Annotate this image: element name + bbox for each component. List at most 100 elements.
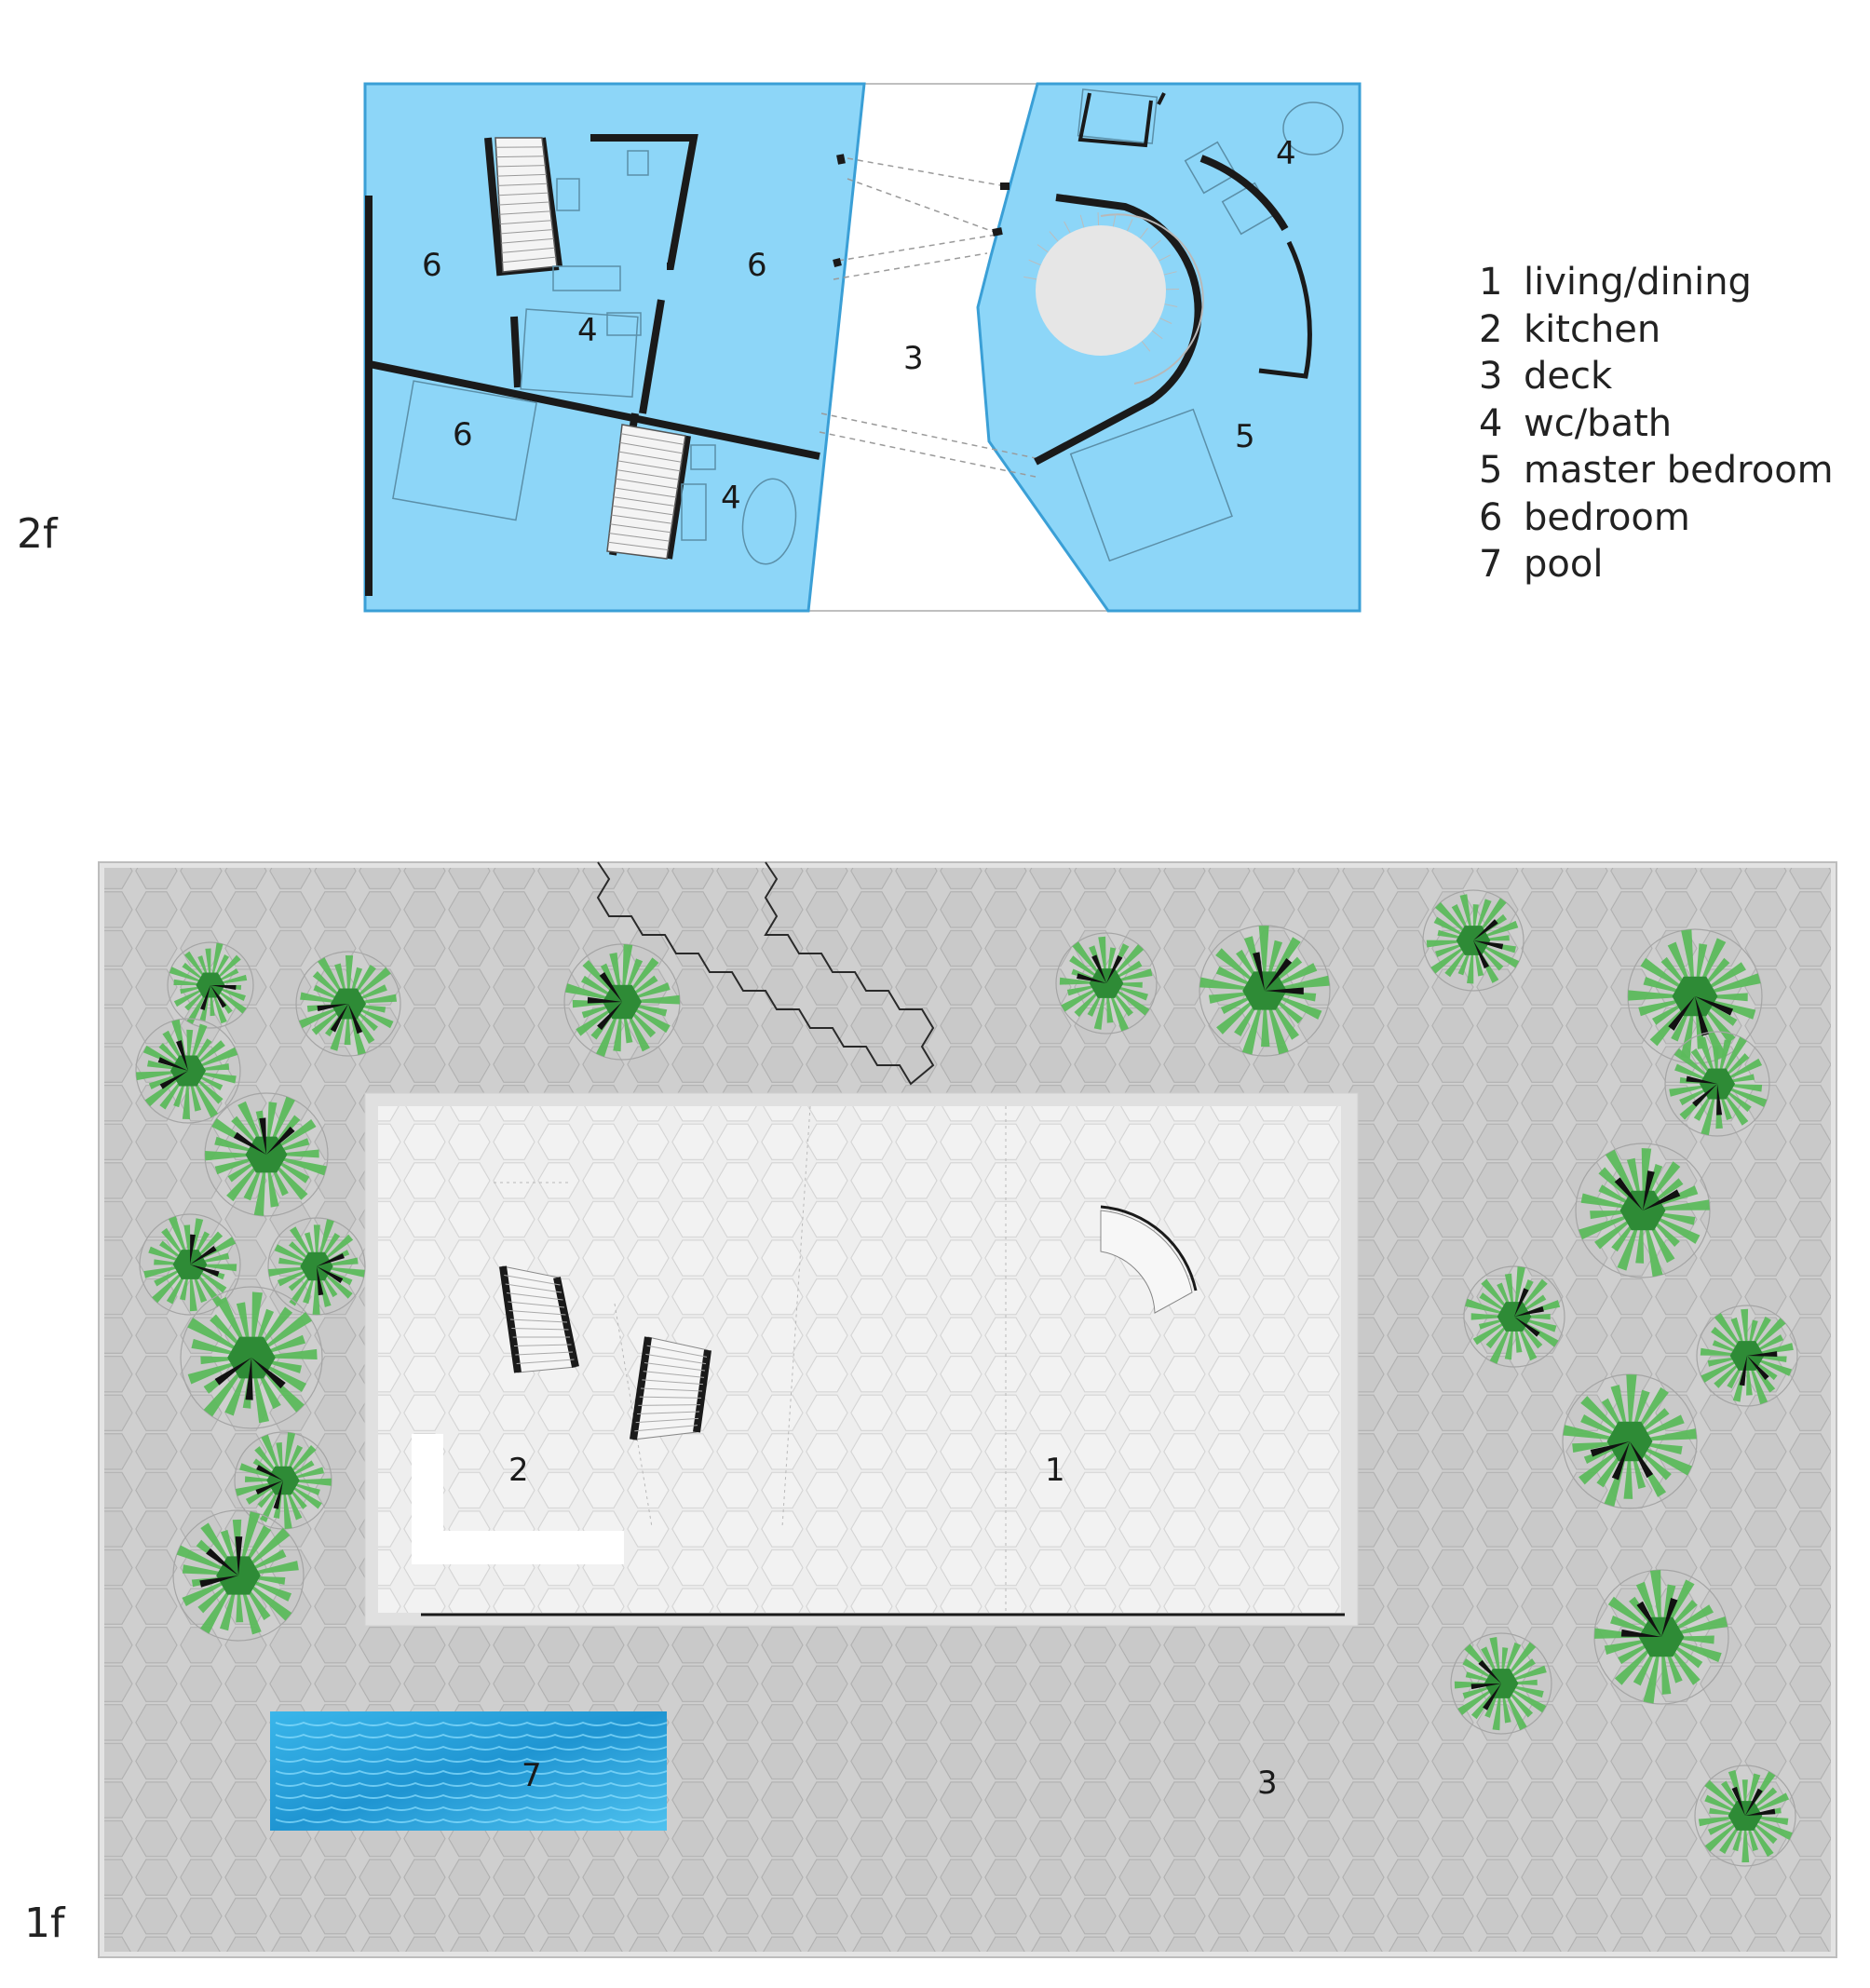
tree [180, 1286, 323, 1429]
tree-leaf [236, 1576, 244, 1623]
spiral-tread [1028, 259, 1041, 266]
tree [1593, 1569, 1729, 1705]
tree-shadow [256, 1465, 283, 1481]
stair-tread [496, 165, 546, 168]
tree-leaf [1261, 991, 1270, 1048]
tree-shadow [259, 1117, 266, 1155]
tree-shadow [206, 1548, 238, 1576]
tree-shadow [1692, 1084, 1717, 1107]
tree-shadow [210, 985, 227, 1008]
pool-ripple [275, 1733, 668, 1738]
tree-shadow [1686, 1075, 1717, 1084]
tree-shadow [317, 1266, 324, 1296]
tree-canopy-outline [1055, 932, 1158, 1035]
stair-tread [643, 1371, 705, 1378]
tree-leaf [1258, 926, 1269, 991]
tree-shadow [190, 1234, 196, 1264]
stair-tread [617, 460, 681, 472]
upper-fixtures [392, 88, 1344, 565]
tree-canopy-outline [167, 941, 254, 1029]
spiral-tread [1139, 227, 1148, 239]
tree-shadow [1514, 1317, 1540, 1337]
stair-tread [509, 1319, 568, 1323]
stair-tread [638, 1404, 701, 1406]
tree-leaf [1741, 1816, 1750, 1863]
pool-ripple [275, 1818, 668, 1823]
tree-shadow [330, 1004, 348, 1033]
tree [1463, 1265, 1565, 1368]
tree-shadow [200, 985, 210, 1010]
tree-shadow [1478, 1659, 1501, 1684]
trees [135, 889, 1798, 1867]
tree-shadow [1470, 1684, 1501, 1690]
right-wing-walls [992, 92, 1312, 466]
tree-leaf [1695, 993, 1748, 1002]
tree [1199, 925, 1331, 1057]
tree-leaf [1628, 990, 1695, 1001]
upper-stair-2 [606, 424, 686, 560]
tree-shadow [1473, 940, 1504, 950]
tree-shadow [1643, 1170, 1655, 1210]
tree [139, 1213, 241, 1316]
spiral-tread [1064, 221, 1071, 234]
stair-tread [634, 1425, 698, 1432]
tree-canopy-outline [1562, 1373, 1698, 1509]
stair-tread [608, 541, 669, 551]
ground-stair-1 [499, 1265, 579, 1373]
room-number: 7 [522, 1757, 542, 1794]
tree-shadow [233, 1131, 266, 1155]
ground-spiral-stair [1100, 1205, 1198, 1314]
tree-shadow [317, 1266, 344, 1283]
stair-tread [635, 1417, 699, 1424]
stair-tread [613, 496, 675, 507]
tree-shadow [190, 1264, 220, 1278]
tree [204, 1092, 329, 1217]
tree-canopy-outline [1199, 925, 1331, 1057]
tree-shadow [255, 1481, 283, 1495]
stair-tread [511, 1328, 569, 1331]
stair-tread [513, 1344, 572, 1346]
tree-shadow [1590, 1441, 1630, 1457]
kitchen-counter [412, 1434, 624, 1564]
stair-tread [644, 1362, 706, 1372]
tree-shadow [1514, 1305, 1544, 1317]
pool-ripples [275, 1721, 668, 1823]
tree-canopy-outline [204, 1092, 329, 1217]
ground-floor-label: 1f [24, 1900, 65, 1947]
room-number: 1 [1045, 1452, 1065, 1489]
room-number: 2 [508, 1452, 529, 1489]
tree-leaf [313, 1224, 320, 1266]
tree-shadow [1514, 1288, 1529, 1317]
spiral-tread [1141, 341, 1151, 352]
tree-shadow [1731, 1786, 1745, 1816]
pool-ripple [275, 1805, 668, 1811]
tree-shadow [1716, 1084, 1723, 1116]
tree-shadow [273, 1481, 283, 1509]
pool-ripple [275, 1745, 668, 1751]
tree-leaf [312, 1266, 320, 1315]
tree-shadow [1077, 973, 1106, 983]
tree-shadow [266, 1126, 295, 1155]
tree-shadow [1253, 952, 1265, 991]
tree-canopy-outline [135, 1018, 241, 1124]
tree-canopy-outline [1575, 1143, 1711, 1278]
upper-floor-plan [363, 82, 1362, 613]
stair-tread [619, 441, 684, 454]
tree-shadow [157, 1057, 188, 1071]
stair-tread [508, 1310, 566, 1316]
tree-shadow [1668, 996, 1695, 1031]
stair-tread [501, 247, 555, 253]
stair-tread [640, 1387, 703, 1392]
spiral-tread [1127, 219, 1133, 232]
stair-tread [500, 229, 553, 235]
pool-ripple [275, 1721, 668, 1726]
stair-tread [617, 469, 679, 480]
tree-canopy-outline [1694, 1765, 1796, 1867]
tree-canopy-outline [180, 1286, 323, 1429]
right-wing-floor [976, 82, 1362, 613]
tree [267, 1217, 366, 1316]
tree-shadow [317, 1252, 345, 1266]
